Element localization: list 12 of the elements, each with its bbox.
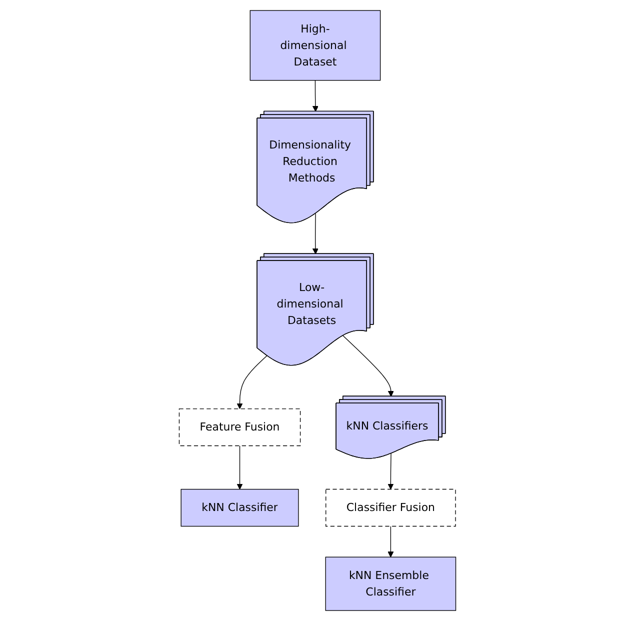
arrow xyxy=(312,80,318,112)
node-box: kNN Classifier xyxy=(180,488,299,527)
arrow xyxy=(388,526,394,558)
arrow xyxy=(312,213,318,254)
node-box: kNN Ensemble Classifier xyxy=(325,556,456,611)
node-box: Classifier Fusion xyxy=(326,488,456,527)
node-box: High-dimensional Dataset xyxy=(250,10,381,81)
arrow xyxy=(388,453,394,490)
arrow xyxy=(236,445,243,490)
arrow xyxy=(236,355,268,410)
arrow xyxy=(342,335,394,397)
node-box: Feature Fusion xyxy=(178,408,301,446)
